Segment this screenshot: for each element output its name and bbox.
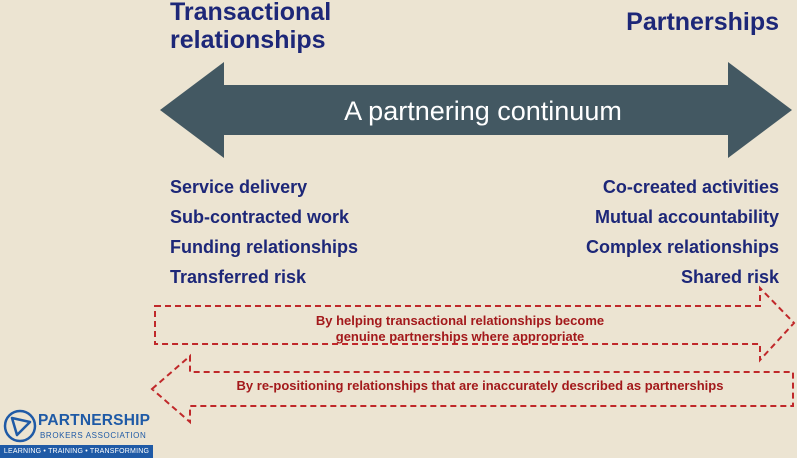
backward-arrow-text: By re-positioning relationships that are… — [236, 378, 724, 393]
continuum-label: A partnering continuum — [344, 96, 622, 126]
logo-name: PARTNERSHIP — [38, 412, 151, 429]
partnership-brokers-logo: PARTNERSHIP BROKERS ASSOCIATION LEARNING… — [0, 405, 160, 458]
list-item: Shared risk — [680, 267, 779, 287]
logo-tagline: LEARNING • TRAINING • TRANSFORMING — [0, 445, 153, 458]
forward-dashed-arrow — [154, 285, 796, 363]
list-item: Complex relationships — [585, 237, 779, 257]
list-item: Service delivery — [170, 177, 308, 197]
heading-partnerships: Partnerships — [626, 8, 779, 36]
backward-dashed-arrow — [150, 353, 794, 425]
partnership-list: Co-created activities Mutual accountabil… — [586, 172, 779, 292]
continuum-double-arrow — [160, 62, 792, 158]
transactional-list: Service delivery Sub-contracted work Fun… — [170, 172, 358, 292]
list-item: Funding relationships — [170, 237, 358, 257]
list-item: Sub-contracted work — [170, 207, 350, 227]
forward-arrow-text: By helping transactional relationships b… — [250, 313, 670, 345]
heading-transactional: Transactional relationships — [170, 0, 332, 54]
triangle-logo-icon — [3, 409, 37, 443]
forward-arrow-line2: genuine partnerships where appropriate — [335, 329, 585, 344]
logo-subtitle: BROKERS ASSOCIATION — [40, 431, 147, 440]
list-item: Mutual accountability — [594, 207, 779, 227]
list-item: Co-created activities — [602, 177, 779, 197]
list-item: Transferred risk — [170, 267, 307, 287]
forward-arrow-line1: By helping transactional relationships b… — [315, 313, 605, 328]
